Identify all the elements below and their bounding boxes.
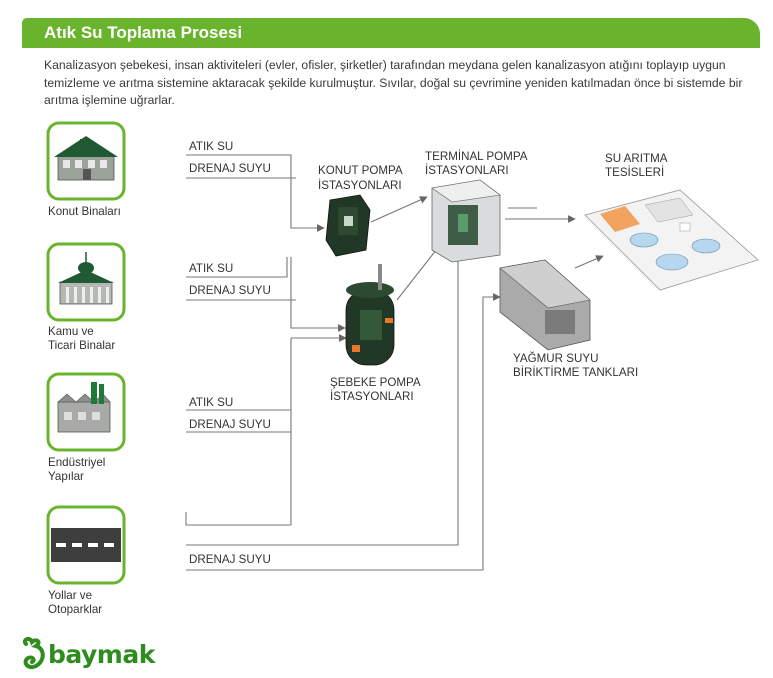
flow-label-drain: DRENAJ SUYU [189, 553, 271, 566]
flow-label-drain: DRENAJ SUYU [189, 162, 271, 175]
intro-paragraph: Kanalizasyon şebekesi, insan aktiviteler… [44, 58, 743, 107]
kamu-waste-line [186, 257, 288, 278]
flow-label-waste: ATIK SU [189, 396, 234, 409]
factory-icon [46, 372, 126, 452]
station-label-yagmur-2: BİRİKTİRME TANKLARI [513, 366, 639, 379]
source-label-endustri-1: Endüstriyel [48, 456, 106, 469]
source-label-konut: Konut Binaları [48, 205, 121, 218]
source-label-yollar-1: Yollar ve [48, 589, 93, 602]
station-label-terminal-2: İSTASYONLARI [425, 164, 509, 177]
water-treatment-plant-icon [584, 189, 759, 291]
road-drain-line-1 [186, 238, 462, 546]
brand-mark-icon [22, 636, 45, 669]
terminal-pump-station-icon [431, 179, 501, 263]
flow-label-waste: ATIK SU [189, 140, 234, 153]
station-label-aritma-2: TESİSLERİ [605, 166, 665, 179]
station-label-yagmur-1: YAĞMUR SUYU [513, 352, 599, 365]
station-label-terminal-1: TERMİNAL POMPA [425, 150, 528, 163]
station-label-sebeke-2: İSTASYONLARI [330, 390, 414, 403]
section-header: Atık Su Toplama Prosesi [22, 18, 760, 48]
station-label-konut-1: KONUT POMPA [318, 164, 403, 177]
source-label-kamu-1: Kamu ve [48, 325, 94, 338]
station-label-konut-2: İSTASYONLARI [318, 179, 402, 192]
flow-label-drain: DRENAJ SUYU [189, 418, 271, 431]
konut-pump-station-icon [325, 194, 371, 257]
house-icon [46, 121, 126, 201]
station-label-sebeke-1: ŞEBEKE POMPA [330, 376, 421, 389]
konut-waste-line [186, 154, 325, 232]
brand-wordmark: baymak [48, 640, 155, 669]
flow-lines [185, 154, 604, 571]
station-label-aritma-1: SU ARITMA [605, 152, 668, 165]
rain-water-tank-icon [499, 259, 591, 351]
network-pump-station-icon [345, 264, 395, 366]
source-label-endustri-2: Yapılar [48, 470, 84, 483]
flow-label-waste: ATIK SU [189, 262, 234, 275]
flow-label-drain: DRENAJ SUYU [189, 284, 271, 297]
page-title: Atık Su Toplama Prosesi [44, 23, 243, 42]
source-label-kamu-2: Ticari Binalar [48, 339, 116, 352]
road-drain-line-2 [186, 293, 501, 571]
public-building-icon [46, 242, 126, 322]
source-label-yollar-2: Otoparklar [48, 603, 103, 616]
road-icon [46, 505, 126, 585]
